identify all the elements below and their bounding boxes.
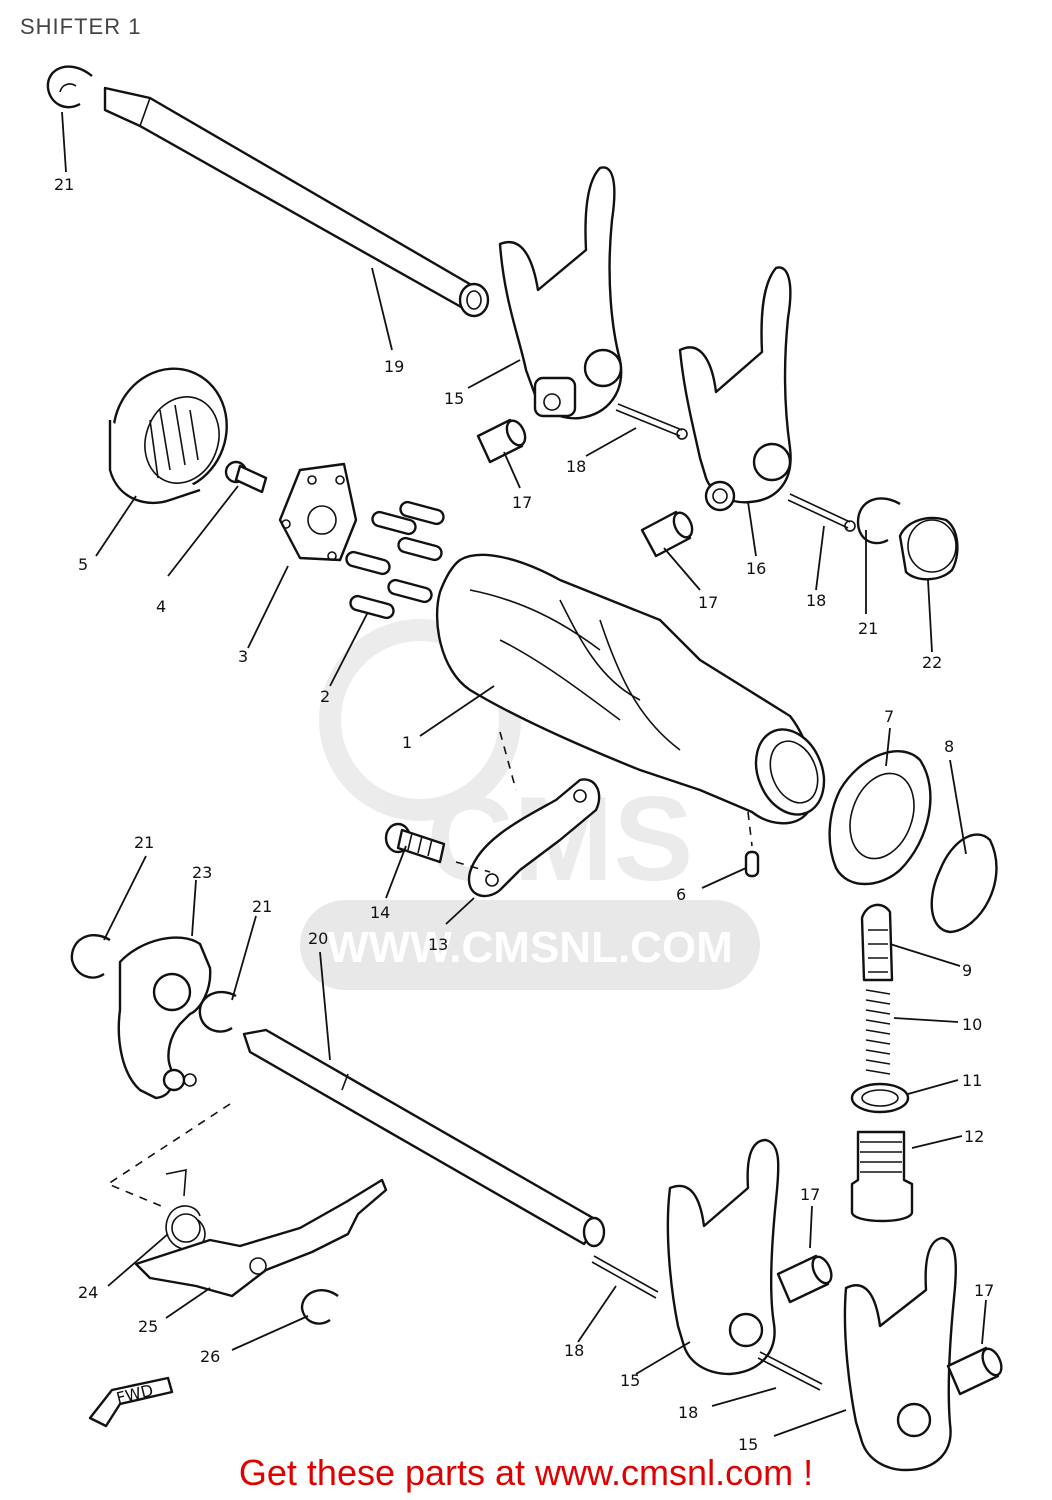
ref-line-cam	[499, 731, 517, 791]
circlip-lower-1	[70, 934, 111, 979]
needle-bearing	[108, 367, 228, 505]
callout-20: 20	[308, 929, 328, 948]
leader-lines	[61, 111, 987, 1437]
callout-24: 24	[78, 1283, 98, 1302]
cotter-pin-18c	[591, 1255, 659, 1299]
guide-pin-17a	[476, 418, 527, 464]
callout-3: 3	[238, 647, 248, 666]
callout-8: 8	[944, 737, 954, 756]
detent-assembly	[850, 903, 914, 1223]
cotter-pin-18d	[757, 1351, 823, 1391]
callout-18: 18	[678, 1403, 698, 1422]
circlip-top-left	[46, 65, 93, 109]
callout-15: 15	[444, 389, 464, 408]
callout-17: 17	[512, 493, 532, 512]
callout-22: 22	[922, 653, 942, 672]
callout-17: 17	[698, 593, 718, 612]
callout-1: 1	[402, 733, 412, 752]
callout-13: 13	[428, 935, 448, 954]
cotter-pin-18b	[787, 493, 856, 532]
shift-lever-25	[134, 1178, 388, 1298]
circlip-lower-2	[198, 990, 237, 1033]
ref-line-dowel	[747, 811, 753, 847]
callout-10: 10	[962, 1015, 982, 1034]
shift-fork-shaft-upper	[103, 86, 490, 318]
callout-17: 17	[974, 1281, 994, 1300]
callout-25: 25	[138, 1317, 158, 1336]
circlip-26	[300, 1289, 339, 1325]
page-title: SHIFTER 1	[20, 14, 142, 39]
callout-12: 12	[964, 1127, 984, 1146]
callout-23: 23	[192, 863, 212, 882]
stopper-ring	[828, 750, 932, 886]
segment-pins	[345, 500, 445, 620]
callout-17: 17	[800, 1185, 820, 1204]
callout-labels: 21 19 15 18 17 16 17 18 21 22 5 4 3 2 1 …	[54, 175, 994, 1454]
callout-7: 7	[884, 707, 894, 726]
return-spring	[165, 1169, 206, 1251]
cotter-pin-18a	[615, 403, 688, 440]
callout-18: 18	[806, 591, 826, 610]
fwd-label: FWD	[114, 1380, 155, 1407]
shift-arm-lever	[117, 936, 212, 1100]
callout-26: 26	[200, 1347, 220, 1366]
callout-21: 21	[134, 833, 154, 852]
dowel-pin	[744, 850, 760, 878]
callout-21: 21	[54, 175, 74, 194]
callout-16: 16	[746, 559, 766, 578]
callout-15: 15	[738, 1435, 758, 1454]
callout-19: 19	[384, 357, 404, 376]
callout-9: 9	[962, 961, 972, 980]
segment-plate	[278, 462, 358, 562]
callout-14: 14	[370, 903, 390, 922]
callout-18: 18	[564, 1341, 584, 1360]
ref-line-screw	[455, 861, 491, 873]
screw-4	[224, 460, 268, 494]
screw-14	[384, 822, 446, 864]
callout-21: 21	[858, 619, 878, 638]
shift-fork-lower-2	[843, 1236, 957, 1472]
callout-21: 21	[252, 897, 272, 916]
footer-cta-link[interactable]: Get these parts at www.cmsnl.com !	[238, 1452, 814, 1493]
callout-18: 18	[566, 457, 586, 476]
ref-line-lower	[106, 1103, 231, 1209]
shift-cam	[435, 553, 826, 825]
callout-11: 11	[962, 1071, 982, 1090]
callout-2: 2	[320, 687, 330, 706]
fwd-arrow-marker: FWD	[88, 1376, 174, 1428]
shift-fork-upper-2	[678, 266, 792, 512]
guide-pin-17c	[776, 1254, 833, 1304]
shift-fork-lower-1	[666, 1138, 780, 1376]
callout-15: 15	[620, 1371, 640, 1390]
end-cap	[898, 516, 959, 581]
callout-6: 6	[676, 885, 686, 904]
callout-4: 4	[156, 597, 166, 616]
circlip-8	[930, 833, 998, 934]
guide-pin-17b	[640, 510, 694, 558]
shift-fork-upper-1	[498, 166, 623, 420]
callout-5: 5	[78, 555, 88, 574]
guide-pin-17d	[946, 1346, 1003, 1396]
circlip-right	[856, 497, 901, 545]
shift-fork-shaft-lower	[242, 1028, 606, 1248]
stopper-plate	[467, 778, 601, 898]
watermark-url: WWW.CMSNL.COM	[327, 923, 733, 972]
